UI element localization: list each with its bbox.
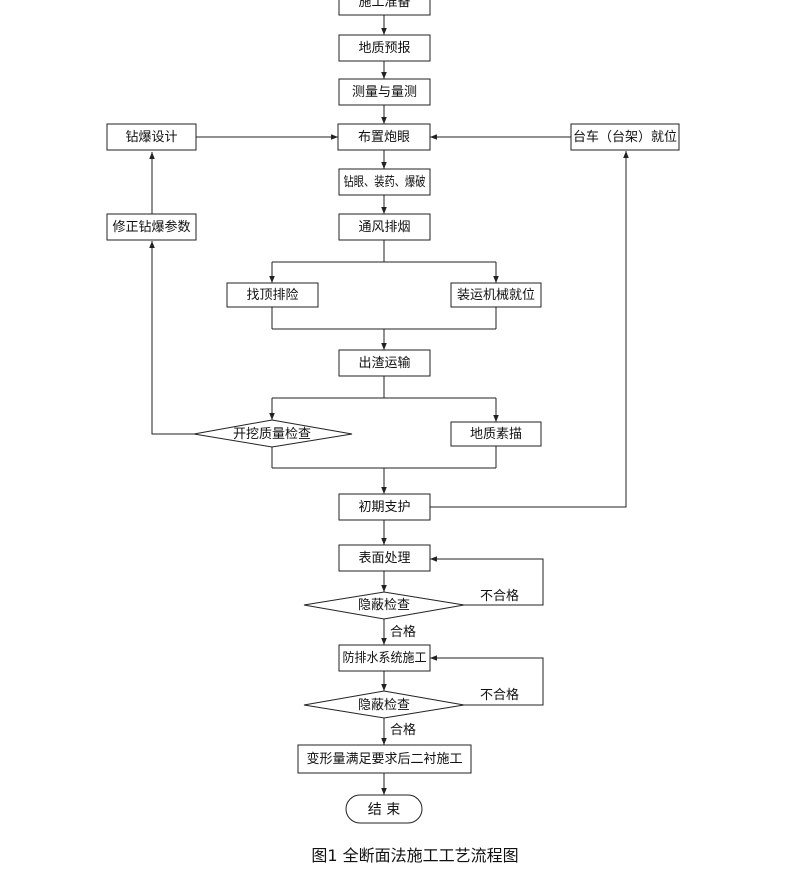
- figure-caption: 图1 全断面法施工工艺流程图: [311, 846, 518, 865]
- node-taiche-jiuwei: 台车（台架）就位: [570, 123, 680, 151]
- label-hege-1: 合格: [390, 624, 416, 640]
- node-label: 通风排烟: [358, 220, 410, 235]
- node-label: 隐蔽检查: [358, 698, 410, 713]
- node-label: 施工准备: [358, 0, 410, 10]
- arrow-chuqi-to-taiche: [430, 151, 629, 508]
- arrow-yinbi2-fail-to-fangpaishui: [430, 655, 544, 706]
- node-label: 台车（台架）就位: [573, 129, 677, 145]
- node-label: 初期支护: [358, 500, 410, 515]
- node-label: 装运机械就位: [457, 288, 535, 303]
- node-biaomian-chuli: 表面处理: [338, 544, 431, 572]
- node-erchen-shigong: 变形量满足要求后二衬施工: [297, 744, 472, 774]
- node-chuzha-yunshu: 出渣运输: [338, 349, 431, 377]
- node-zuanyan-zhuangyao: 钻眼、装药、爆破: [338, 168, 431, 196]
- arrow-kaiwa-to-xiuzheng: [149, 241, 194, 435]
- node-label: 防排水系统施工: [343, 650, 427, 666]
- node-label: 钻眼、装药、爆破: [344, 175, 426, 190]
- node-dizhi-sumiao: 地质素描: [450, 421, 542, 447]
- label-buhege-1: 不合格: [480, 588, 519, 604]
- arrow-yinbi1-fail-to-biaomian: [430, 556, 544, 606]
- node-label: 变形量满足要求后二衬施工: [306, 751, 462, 767]
- node-label: 找顶排险: [246, 288, 298, 303]
- node-zhuangyun-jixie: 装运机械就位: [450, 282, 542, 308]
- node-label: 结 束: [368, 802, 400, 818]
- node-label: 布置炮眼: [358, 130, 410, 145]
- node-yinbi-jiancha-2: 隐蔽检查: [303, 690, 465, 719]
- node-zuanbao-sheji: 钻爆设计: [106, 123, 197, 151]
- node-label: 钻爆设计: [125, 130, 177, 145]
- node-chuqi-zhihu: 初期支护: [338, 493, 431, 521]
- node-jieshu: 结 束: [345, 794, 423, 824]
- node-dizhi-yubao: 地质预报: [338, 34, 431, 62]
- node-label: 测量与量测: [352, 85, 417, 100]
- node-label: 地质预报: [358, 41, 410, 56]
- label-hege-2: 合格: [390, 722, 416, 738]
- node-label: 修正钻爆参数: [112, 219, 190, 235]
- node-zhaoding-paixian: 找顶排险: [226, 282, 319, 308]
- node-fangpaishui: 防排水系统施工: [338, 644, 431, 672]
- node-label: 出渣运输: [358, 355, 410, 371]
- node-celiang: 测量与量测: [338, 78, 431, 106]
- node-yinbi-jiancha-1: 隐蔽检查: [303, 591, 465, 620]
- node-buzhi-paoyan: 布置炮眼: [337, 123, 431, 151]
- node-shigong-zhunbei: 施工准备: [338, 0, 431, 16]
- node-label: 地质素描: [470, 427, 522, 442]
- node-tongfeng-paiyan: 通风排烟: [338, 213, 431, 241]
- node-label: 隐蔽检查: [358, 598, 410, 613]
- node-label: 表面处理: [358, 551, 410, 566]
- node-xiuzheng-canshu: 修正钻爆参数: [106, 213, 197, 241]
- label-buhege-2: 不合格: [480, 687, 519, 703]
- node-label: 开挖质量检查: [233, 427, 311, 442]
- node-kaiwa-jiancha: 开挖质量检查: [193, 419, 353, 448]
- connectors: [149, 15, 629, 795]
